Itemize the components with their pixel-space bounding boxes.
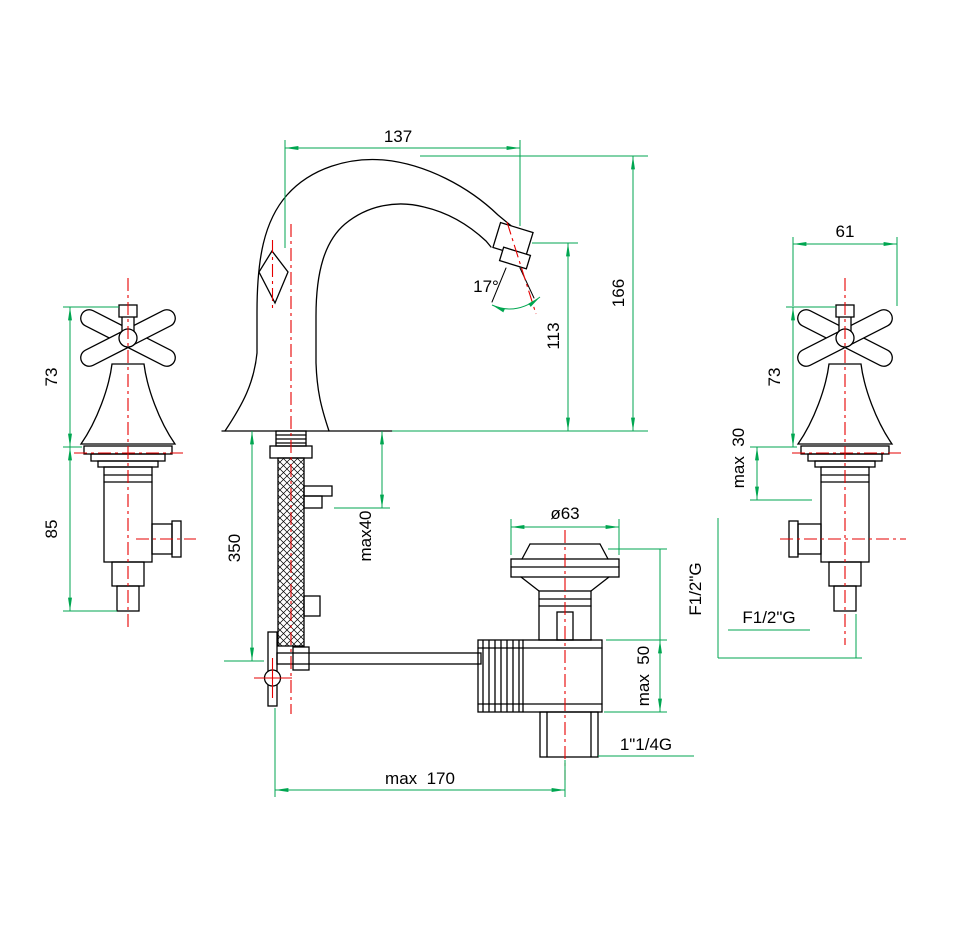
dim-label-inlet-thread-vertical: F1/2"G bbox=[686, 562, 705, 615]
spout-outer-profile bbox=[224, 158, 516, 432]
dimension-handle-height-left-73: 73 bbox=[42, 306, 119, 448]
dim-label-spout-height: 113 bbox=[544, 322, 563, 349]
dim-label-waste-adjust: max 50 bbox=[634, 646, 653, 706]
dimension-waste-thread: 1"1/4G bbox=[598, 735, 694, 757]
aerator-outlet bbox=[498, 246, 532, 270]
centerlines bbox=[74, 221, 906, 780]
dim-label-spout-reach: 137 bbox=[384, 127, 412, 146]
pop-up-vertical-rod bbox=[267, 631, 278, 707]
dim-label-deck-thickness-right: max 30 bbox=[729, 428, 748, 488]
dimensions: 137 166 113 17° 61 73 bbox=[42, 127, 898, 797]
dimension-deck-thickness-right-max30: max 30 bbox=[729, 428, 812, 501]
faucet-spout-body bbox=[221, 158, 535, 432]
dimension-total-height-166: 166 bbox=[392, 155, 648, 432]
waste-tailpiece bbox=[539, 711, 599, 758]
hose-fitting bbox=[303, 595, 321, 617]
mounting-bracket-lower bbox=[303, 495, 323, 509]
spout-inner-profile bbox=[315, 203, 492, 432]
dim-label-handle-width: 61 bbox=[836, 222, 855, 241]
under-counter-assembly bbox=[269, 430, 333, 647]
dim-label-spray-angle: 17° bbox=[473, 277, 499, 296]
dim-label-inlet-thread-horizontal: F1/2"G bbox=[742, 608, 795, 627]
dim-label-handle-height-left: 73 bbox=[42, 368, 61, 387]
dimension-underbody-depth-left-85: 85 bbox=[42, 447, 117, 612]
dim-label-underbody-depth-left: 85 bbox=[42, 520, 61, 539]
dimension-inlet-thread-horizontal: F1/2"G bbox=[718, 608, 862, 659]
dim-label-handle-height-right: 73 bbox=[765, 368, 784, 387]
dimension-spray-angle-17: 17° bbox=[473, 277, 541, 313]
pop-up-horizontal-rod bbox=[276, 652, 482, 665]
dimension-handle-width-61: 61 bbox=[792, 222, 898, 306]
dim-label-waste-flange-diameter: ø63 bbox=[550, 504, 579, 523]
rod-adjuster-block bbox=[292, 646, 310, 671]
dimension-inlet-thread-vertical: F1/2"G bbox=[686, 518, 719, 658]
waste-lock-nut bbox=[477, 639, 603, 713]
drain-waste-assembly bbox=[477, 543, 620, 758]
dimension-supply-length-350: 350 bbox=[224, 431, 264, 662]
right-handle-valve bbox=[788, 304, 894, 612]
dim-label-deck-thickness-center: max40 bbox=[356, 510, 375, 561]
dim-label-waste-thread: 1"1/4G bbox=[620, 735, 672, 754]
spray-edge-right bbox=[519, 267, 535, 299]
mounting-bracket-upper bbox=[303, 485, 333, 497]
dimension-waste-adjust-max50: max 50 bbox=[604, 548, 667, 713]
spray-edge-left bbox=[491, 267, 507, 303]
dim-label-max-spread: max 170 bbox=[385, 769, 455, 788]
dim-label-supply-length: 350 bbox=[225, 534, 244, 562]
dimension-spout-reach-137: 137 bbox=[284, 127, 521, 248]
pop-up-knob bbox=[258, 249, 289, 305]
left-handle-valve bbox=[79, 304, 182, 612]
dimension-spout-height-113: 113 bbox=[532, 242, 578, 431]
dim-label-total-height: 166 bbox=[609, 279, 628, 307]
dimension-deck-thickness-center-max40: max40 bbox=[334, 431, 390, 562]
dimension-max-spread-170: max 170 bbox=[274, 708, 566, 797]
